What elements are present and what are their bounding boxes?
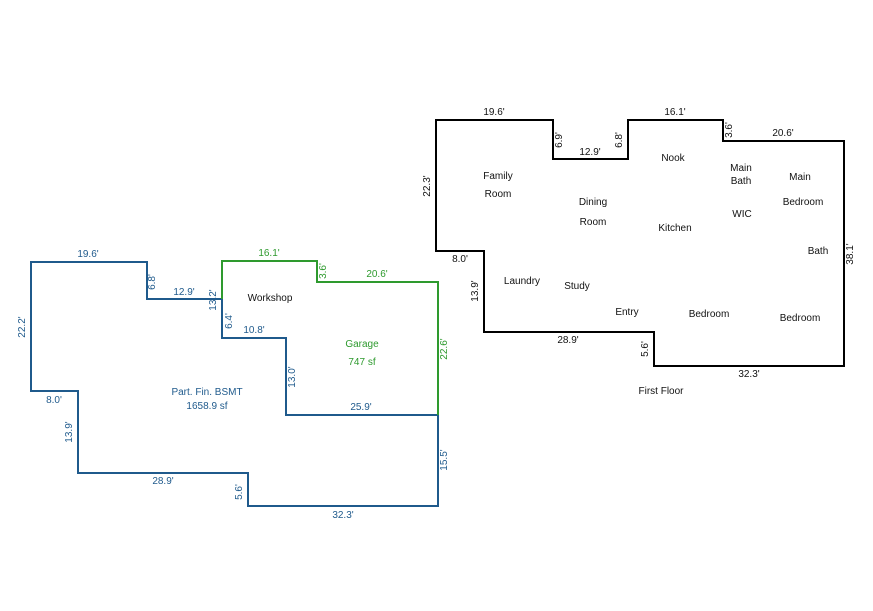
bsmt-dim-notch-v: 6.8' (147, 274, 158, 290)
bsmt-dim-notch-h: 12.9' (173, 287, 194, 298)
first-floor-title: First Floor (639, 386, 685, 397)
garage-title: Garage (345, 339, 379, 350)
ff-dim-top-left: 19.6' (483, 107, 504, 118)
first-floor-dimensions: 19.6' 22.3' 6.9' 12.9' 6.8' 16.1' 3.6' 2… (422, 107, 856, 380)
room-dining-line2: Room (580, 217, 607, 228)
ff-dim-notch-h: 12.9' (579, 147, 600, 158)
room-bedroom-b: Bedroom (780, 313, 821, 324)
room-family-line1: Family (483, 171, 512, 182)
first-floor-rooms: Family Room Dining Room Nook Kitchen Mai… (483, 153, 828, 397)
room-main-bedroom-line1: Main (789, 172, 811, 183)
ff-dim-bottom-notch-v: 5.6' (640, 341, 651, 357)
basement-plan (30, 261, 439, 507)
ff-dim-notch3-v: 3.6' (724, 122, 735, 138)
room-entry: Entry (615, 307, 638, 318)
garage-plan (221, 260, 439, 415)
bsmt-dim-offset-h: 8.0' (46, 395, 62, 406)
garage-dim-top: 16.1' (258, 248, 279, 259)
basement-outline (30, 261, 439, 507)
ff-dim-bottom-right: 32.3' (738, 369, 759, 380)
garage-dimensions: 16.1' 3.6' 20.6' 22.6' Garage 747 sf (258, 248, 450, 368)
garage-dim-right-v: 22.6' (439, 338, 450, 359)
room-main-bedroom-line2: Bedroom (783, 197, 824, 208)
room-main-bath-line2: Bath (731, 176, 752, 187)
room-workshop: Workshop (248, 293, 293, 304)
bsmt-dim-bottom: 32.3' (332, 510, 353, 521)
garage-area: 747 sf (348, 357, 375, 368)
bsmt-dim-step-v2: 6.4' (224, 313, 235, 329)
garage-dim-notch-v: 3.6' (318, 263, 329, 279)
first-floor-plan (435, 119, 845, 367)
room-study: Study (564, 281, 590, 292)
garage-dim-top-right: 20.6' (366, 269, 387, 280)
ff-dim-top-right: 20.6' (772, 128, 793, 139)
basement-title: Part. Fin. BSMT (171, 387, 242, 398)
room-bedroom-a: Bedroom (689, 309, 730, 320)
ff-dim-lower-left-v: 13.9' (470, 280, 481, 301)
basement-area: 1658.9 sf (186, 401, 227, 412)
bsmt-dim-top: 19.6' (77, 249, 98, 260)
bsmt-dim-mid-h: 25.9' (350, 402, 371, 413)
room-nook: Nook (661, 153, 685, 164)
bsmt-dim-lower-h: 28.9' (152, 476, 173, 487)
ff-dim-right-v: 38.1' (845, 243, 856, 264)
bsmt-dim-step-v3: 13.0' (287, 366, 298, 387)
room-main-bath-line1: Main (730, 163, 752, 174)
ff-dim-bottom-mid: 28.9' (557, 335, 578, 346)
ff-dim-offset-h: 8.0' (452, 254, 468, 265)
bsmt-dim-lower-left-v: 13.9' (64, 421, 75, 442)
room-family-line2: Room (485, 189, 512, 200)
room-laundry: Laundry (504, 276, 540, 287)
first-floor-outline (435, 119, 845, 367)
bsmt-dim-bottom-notch-v: 5.6' (234, 484, 245, 500)
room-kitchen: Kitchen (658, 223, 691, 234)
ff-dim-left-v: 22.3' (422, 175, 433, 196)
ff-dim-top-mid: 16.1' (664, 107, 685, 118)
room-bath: Bath (808, 246, 829, 257)
basement-dimensions: 19.6' 22.2' 6.8' 12.9' 13.2' 6.4' 10.8' … (17, 249, 450, 521)
room-dining-line1: Dining (579, 197, 607, 208)
bsmt-dim-step-h: 10.8' (243, 325, 264, 336)
basement-labels: Part. Fin. BSMT 1658.9 sf (171, 387, 242, 412)
bsmt-dim-right-v: 15.5' (439, 449, 450, 470)
ff-dim-notch2-v: 6.8' (614, 132, 625, 148)
garage-outline (221, 260, 439, 415)
ff-dim-notch1-v: 6.9' (554, 132, 565, 148)
bsmt-dim-step-v1: 13.2' (208, 289, 219, 310)
room-wic: WIC (732, 209, 751, 220)
bsmt-dim-left: 22.2' (17, 316, 28, 337)
